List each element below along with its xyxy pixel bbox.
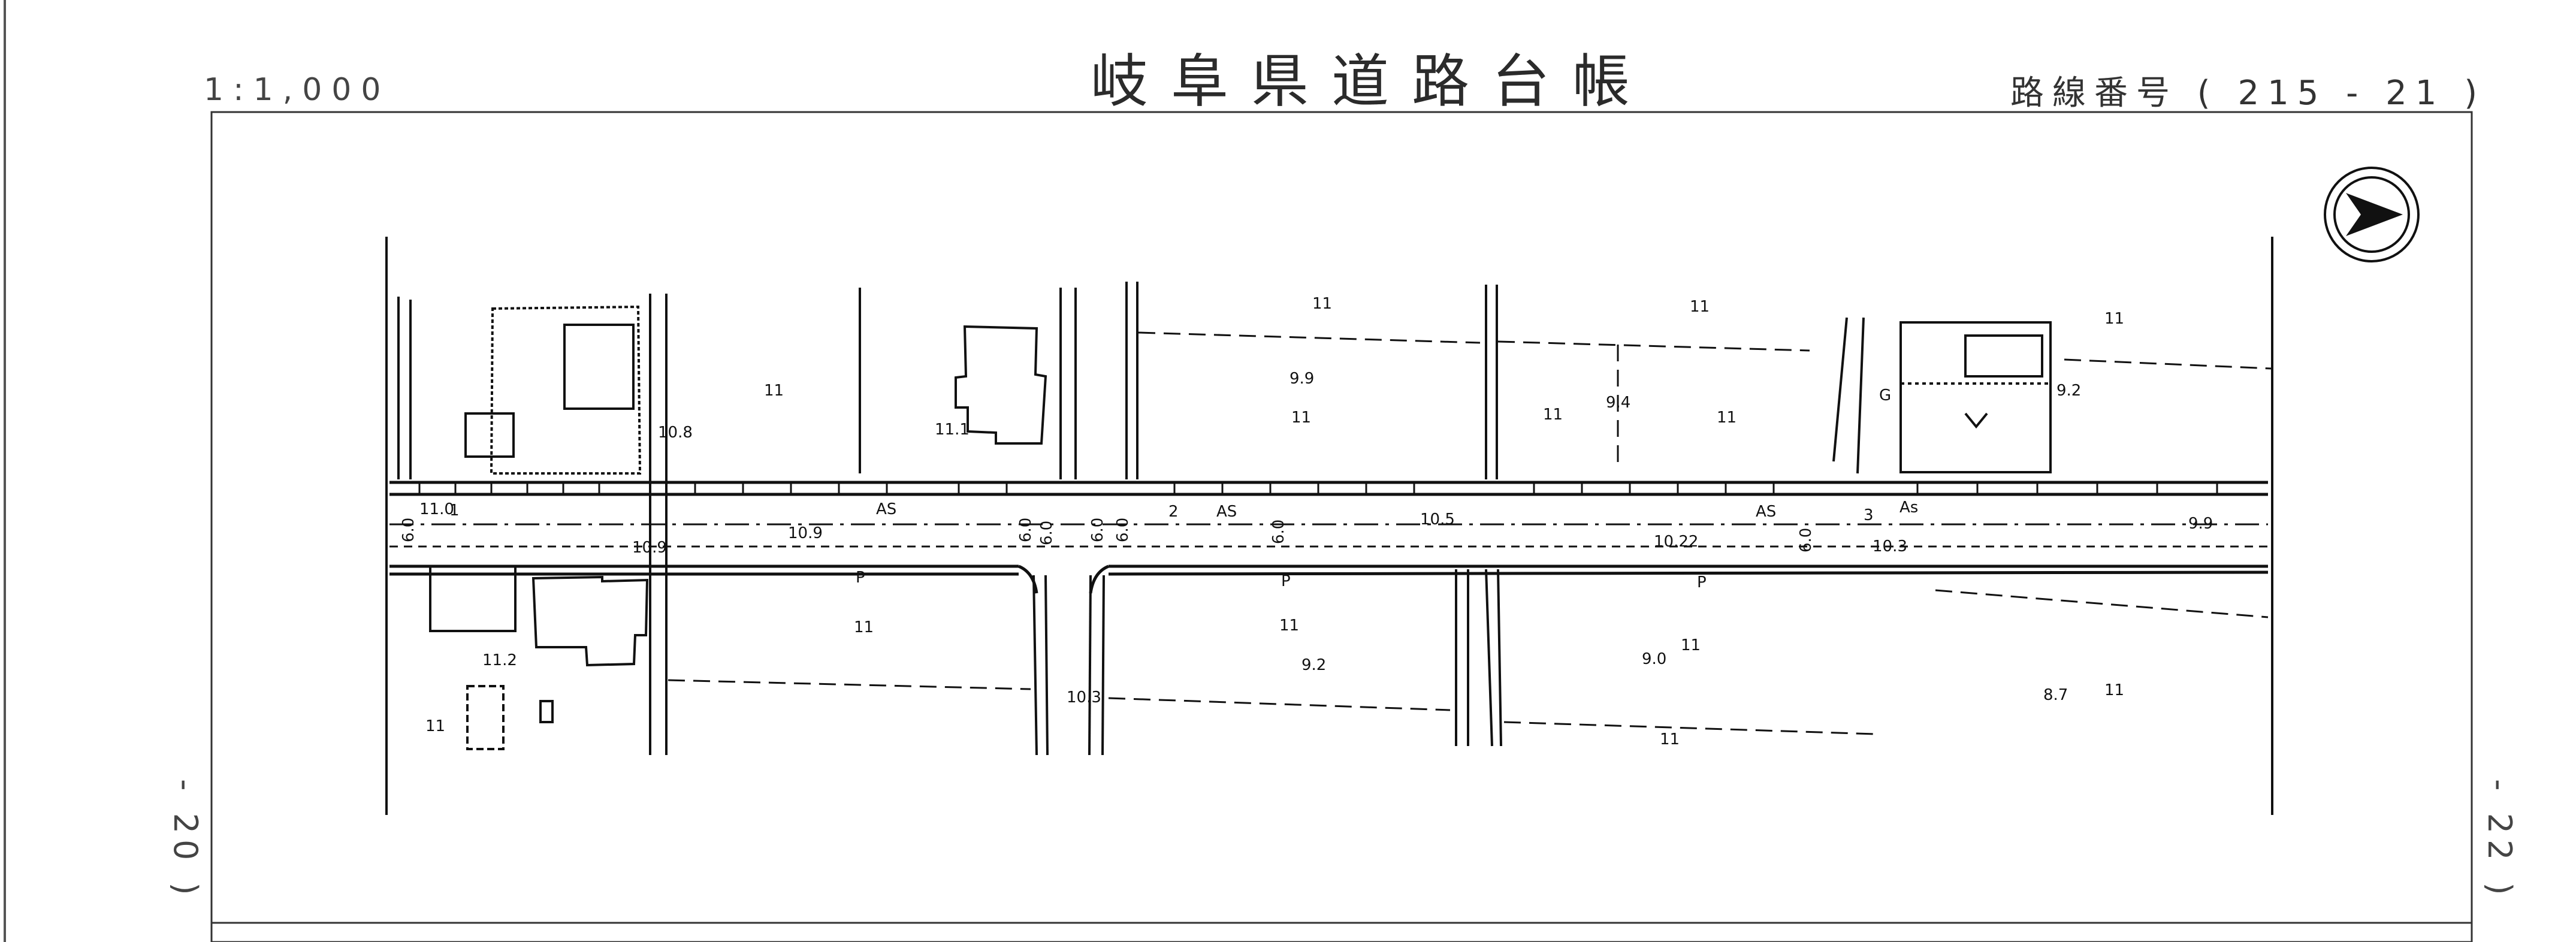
elevation-label: 10.9: [632, 539, 667, 557]
field-mark: 11: [1717, 409, 1737, 427]
lane-width-label: 6.0: [1270, 520, 1288, 544]
curb-marks: [418, 482, 2218, 494]
elevation-label: 8.7: [2043, 686, 2068, 704]
field-mark: 11: [1681, 636, 1701, 654]
scale-label: 1:1,000: [204, 72, 391, 108]
block-lines: [385, 237, 2273, 815]
elevation-label: 9.2: [1301, 656, 1326, 674]
map-frame: [210, 111, 2473, 942]
elevation-label: 10.22: [1654, 533, 1698, 551]
section-number: 1: [449, 502, 460, 520]
elevation-label: 10.5: [1420, 511, 1455, 529]
utility-mark: G: [1879, 387, 1891, 404]
route-number: 路線番号 ( 215 - 21 ): [2010, 74, 2486, 113]
right-sheet-ref: - 22 ): [2481, 779, 2518, 901]
elevation-label: 10.8: [658, 424, 693, 442]
lane-width-label: 6.0: [1114, 518, 1132, 542]
elevation-label: 11.0: [419, 500, 454, 518]
left-sheet-ref: - 20 ): [167, 779, 204, 901]
section-number: 2: [1168, 503, 1179, 521]
road-centerline: [389, 523, 2268, 548]
road-edges: [389, 481, 2269, 594]
field-mark: 11: [1660, 730, 1680, 748]
elevation-label: 10.3: [1873, 538, 1907, 555]
lane-width-label: 6.0: [400, 518, 418, 542]
lane-width-label: 6.0: [1089, 518, 1107, 542]
elevation-label: 9.0: [1642, 650, 1666, 668]
lane-width-label: 6.0: [1017, 518, 1035, 542]
elevation-label: 10.3: [1067, 689, 1101, 707]
elevation-label: 9.9: [2188, 515, 2213, 533]
surface-label: AS: [1216, 503, 1237, 521]
utility-mark: P: [1697, 573, 1707, 591]
field-mark: 11: [1279, 617, 1299, 635]
field-mark: 11: [2104, 310, 2124, 328]
elevation-label: 11.2: [482, 651, 517, 669]
elevation-label: 9.9: [1289, 370, 1314, 388]
parcel-lines: [668, 331, 2272, 735]
page-title: 岐阜県道路台帳: [1091, 48, 1653, 115]
elevation-label: 11.1: [935, 421, 970, 439]
surface-label: AS: [1756, 503, 1776, 521]
buildings: [429, 305, 2052, 750]
surface-label: AS: [876, 500, 896, 518]
field-mark: 11: [2104, 681, 2124, 699]
north-arrow-icon: [2324, 167, 2420, 262]
utility-mark: P: [1281, 572, 1291, 590]
surface-label: As: [1899, 499, 1918, 517]
field-mark: 11: [1690, 298, 1710, 316]
utility-mark: P: [856, 569, 865, 587]
field-mark: 11: [764, 382, 784, 400]
field-mark: 11: [1291, 409, 1311, 427]
field-mark: 11: [1543, 406, 1563, 424]
lane-width-label: 6.0: [1038, 521, 1056, 545]
elevation-label: 9.2: [2056, 382, 2081, 400]
field-mark: 11: [1312, 295, 1332, 313]
field-mark: 11: [425, 717, 445, 735]
section-number: 3: [1864, 506, 1874, 524]
lane-width-label: 6.0: [1797, 528, 1815, 552]
map-annotations: 11.0 10.8 11.1 9.9 9.4 9.2 10.9 10.9 10.…: [400, 295, 2213, 748]
field-mark: 11: [854, 618, 874, 636]
elevation-label: 10.9: [788, 524, 823, 542]
elevation-label: 9.4: [1606, 394, 1630, 412]
